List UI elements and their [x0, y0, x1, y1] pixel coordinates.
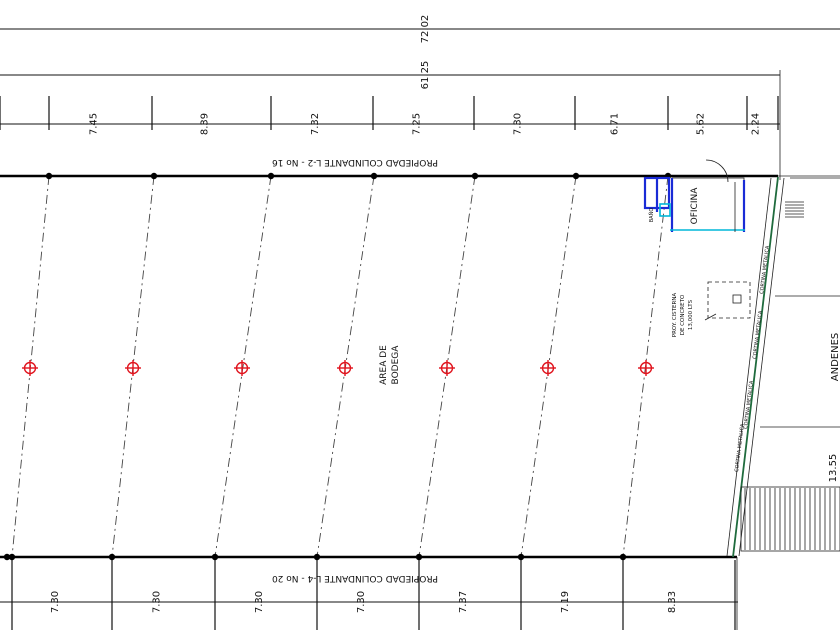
- east-wall: [732, 176, 779, 558]
- warehouse-label-line2: BODEGA: [391, 345, 401, 385]
- column-node-south: [108, 553, 116, 561]
- column-node-north: [572, 172, 580, 180]
- warehouse-label-line1: AREA DE: [379, 345, 389, 385]
- bottom-bay-ticks: [11, 560, 736, 630]
- north-neighbor-label: PROPIEDAD COLINDANTE L-2 - No 16: [272, 157, 438, 167]
- bottom-bay-labels: 7.30 7.30 7.30 7.30 7.37 7.19 8.33: [50, 591, 678, 613]
- column-node-south: [517, 553, 525, 561]
- cistern-label-1: PROY. CISTERNA: [672, 293, 678, 338]
- column-node-north: [267, 172, 275, 180]
- cistern-hatch: [732, 294, 742, 304]
- cistern-label-2: DE CONCRETO: [680, 294, 686, 335]
- overall-dimension-1: 72.02: [420, 15, 431, 44]
- top-bay-label: 7.32: [310, 113, 321, 135]
- top-bay-label: 8.39: [200, 113, 211, 135]
- bottom-bay-label: 7.30: [152, 591, 163, 613]
- bottom-bay-label: 7.19: [560, 591, 571, 613]
- column-node-north: [370, 172, 378, 180]
- overall-dimension-2: 61.25: [420, 61, 431, 90]
- metal-curtain-label: CORTINA METALICA: [743, 380, 755, 429]
- office-door-swing: [705, 159, 729, 183]
- cistern-leader: [704, 313, 717, 321]
- top-bay-label: 2.24: [751, 113, 762, 135]
- bottom-bay-label: 7.30: [50, 591, 61, 613]
- grid-line: [214, 175, 272, 558]
- top-bay-label: 6.71: [610, 113, 621, 135]
- office-fixture: [659, 203, 671, 217]
- office-area: BAÑO OFICINA: [643, 159, 746, 232]
- column-marker: [638, 360, 654, 376]
- column-marker: [22, 360, 38, 376]
- column-nodes: [0, 172, 672, 561]
- column-node-south: [3, 553, 11, 561]
- top-bay-label: 7.30: [513, 113, 524, 135]
- top-bay-labels: 7.45 8.39 7.32 7.25 7.30 6.71 5.62 2.24: [89, 113, 762, 135]
- office-room: [671, 177, 745, 231]
- column-node-south: [8, 553, 16, 561]
- top-bay-label: 5.62: [696, 113, 707, 135]
- toilet-label: BAÑO: [648, 208, 655, 223]
- column-node-north: [471, 172, 479, 180]
- column-node-north: [150, 172, 158, 180]
- east-wall-outer: [738, 177, 785, 557]
- top-bay-label: 7.45: [89, 113, 100, 135]
- column-marker: [540, 360, 556, 376]
- loading-dock-hatch: [744, 488, 836, 550]
- east-wall-inner: [726, 177, 772, 557]
- cistern-label-3: 13,000 LTS: [688, 299, 694, 330]
- column-marker: [125, 360, 141, 376]
- column-marker: [234, 360, 250, 376]
- platform-label: ANDENES: [830, 333, 840, 382]
- office-label: OFICINA: [690, 187, 700, 225]
- loading-dock-outline: [740, 486, 840, 552]
- cistern: PROY. CISTERNA DE CONCRETO 13,000 LTS: [672, 281, 751, 338]
- column-node-south: [211, 553, 219, 561]
- bottom-bay-label: 7.30: [254, 591, 265, 613]
- bottom-bay-label: 7.30: [356, 591, 367, 613]
- top-bay-ticks: [0, 96, 779, 130]
- column-node-south: [313, 553, 321, 561]
- column-node-north: [45, 172, 53, 180]
- south-neighbor-label: PROPIEDAD COLINDANTE L-4 - No 20: [272, 573, 438, 583]
- column-marker: [337, 360, 353, 376]
- column-markers: [22, 360, 654, 376]
- column-node-south: [619, 553, 627, 561]
- small-stair: [785, 201, 804, 218]
- platform-dimension: 13.55: [828, 454, 839, 483]
- column-marker: [439, 360, 455, 376]
- cistern-outline: [707, 281, 751, 319]
- bottom-bay-label: 7.37: [458, 591, 469, 613]
- metal-curtain-label: CORTINA METALICA: [734, 423, 746, 472]
- bottom-bay-label: 8.33: [667, 591, 678, 613]
- metal-curtain-label: CORTINA METALICA: [759, 245, 771, 294]
- column-node-south: [415, 553, 423, 561]
- top-bay-label: 7.25: [412, 113, 423, 135]
- metal-curtain-label: CORTINA METALICA: [752, 310, 764, 359]
